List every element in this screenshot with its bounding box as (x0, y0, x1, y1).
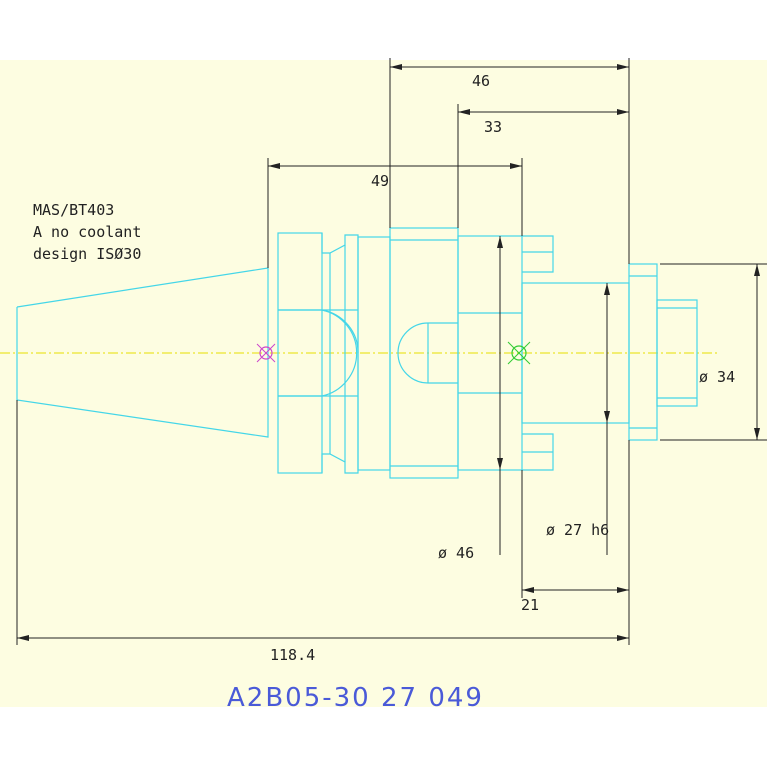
flange-body (277, 227, 698, 479)
dimension-46-length (389, 58, 630, 264)
gauge-marker-right (507, 341, 531, 365)
label-21: 21 (521, 596, 539, 614)
label-49: 49 (371, 172, 389, 190)
note-line-1: MAS/BT403 (33, 201, 114, 219)
drawing-sheet (0, 60, 767, 707)
label-dia-46: ø 46 (438, 544, 474, 562)
gauge-marker-left (256, 343, 276, 363)
note-line-2: A no coolant (33, 223, 141, 241)
part-number: A2B05-30 27 049 (227, 683, 484, 713)
label-33: 33 (484, 118, 502, 136)
dimension-dia-27 (604, 283, 610, 555)
label-118-4: 118.4 (270, 646, 315, 664)
dimension-dia-46 (497, 236, 503, 555)
dimension-21 (521, 440, 630, 645)
taper-shank (16, 267, 269, 438)
dimension-49 (267, 158, 523, 268)
note-line-3: design ISØ30 (33, 245, 141, 263)
dimension-118-4 (16, 400, 629, 645)
label-46: 46 (472, 72, 490, 90)
label-dia-34: ø 34 (699, 368, 735, 386)
dimension-dia-34 (660, 263, 767, 441)
label-dia-27: ø 27 h6 (546, 521, 609, 539)
